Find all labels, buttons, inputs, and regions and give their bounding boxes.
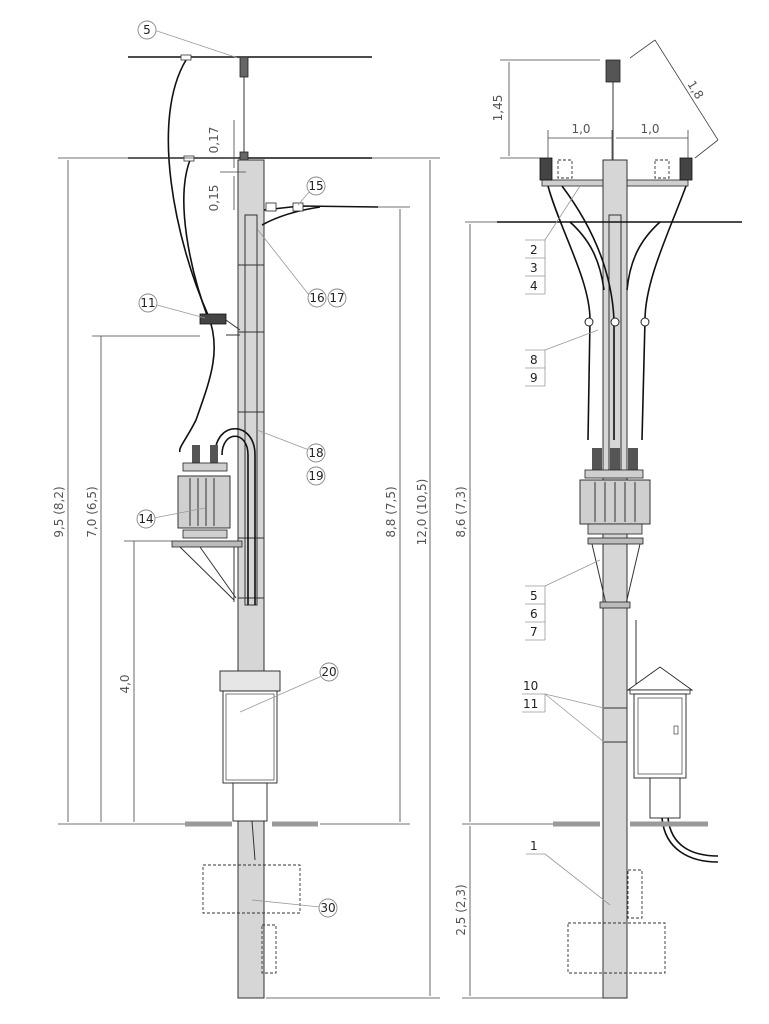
svg-text:20: 20 (321, 665, 336, 679)
svg-text:30: 30 (320, 901, 335, 915)
left-side-view: 9,5 (8,2) 7,0 (6,5) 4,0 8,8 (7,5) 12,0 (… (52, 20, 440, 999)
svg-text:11: 11 (523, 697, 538, 711)
callout-5: 5 (137, 20, 239, 59)
svg-text:5: 5 (530, 589, 538, 603)
dim-9-5: 9,5 (8,2) (52, 486, 66, 537)
dim-12-0: 12,0 (10,5) (415, 479, 429, 546)
svg-text:15: 15 (308, 179, 323, 193)
callout-10-11: 10 11 (522, 679, 605, 743)
dim-4-0: 4,0 (118, 674, 132, 693)
dim-0-17: 0,17 (207, 127, 221, 154)
callout-30: 30 (251, 898, 338, 918)
callout-5-6-7: 5 6 7 (525, 559, 601, 641)
callout-15: 15 (297, 176, 326, 206)
dim-1-0-right: 1,0 (640, 122, 659, 136)
svg-text:8: 8 (530, 353, 538, 367)
dim-1-0-left: 1,0 (571, 122, 590, 136)
left-dimension-lines (58, 120, 440, 999)
callout-16-17: 16 17 (257, 229, 347, 308)
svg-text:16: 16 (309, 291, 324, 305)
svg-text:11: 11 (140, 296, 155, 310)
callout-1: 1 (526, 839, 611, 906)
callout-14: 14 (136, 507, 206, 529)
right-transformer (579, 469, 651, 609)
transformer-bracket (171, 540, 243, 602)
right-front-view: 1,45 1,0 1,0 1,8 8,6 (7,3) 2,5 (2,3) 2 3… (454, 39, 742, 999)
right-dimension-lines (462, 39, 719, 999)
svg-text:9: 9 (530, 371, 538, 385)
svg-text:18: 18 (308, 446, 323, 460)
svg-text:14: 14 (138, 512, 153, 526)
svg-text:5: 5 (143, 23, 151, 37)
dim-0-15: 0,15 (207, 185, 221, 212)
drop-wire (167, 59, 215, 453)
callout-2-3-4: 2 3 4 (525, 185, 581, 295)
dim-7-0: 7,0 (6,5) (85, 486, 99, 537)
cable-box (219, 670, 281, 861)
dim-2-5: 2,5 (2,3) (454, 884, 468, 935)
dim-1-8: 1,8 (684, 78, 706, 102)
svg-text:7: 7 (530, 625, 538, 639)
left-transformer (177, 445, 231, 539)
right-top-insulator (605, 59, 621, 160)
top-insulator (239, 56, 249, 169)
svg-text:1: 1 (530, 839, 538, 853)
svg-text:19: 19 (308, 469, 323, 483)
svg-text:4: 4 (530, 279, 538, 293)
callout-20: 20 (239, 662, 339, 713)
svg-text:3: 3 (530, 261, 538, 275)
fuse-cutout (199, 313, 241, 336)
callout-8-9: 8 9 (525, 329, 599, 387)
dim-8-8: 8,8 (7,5) (384, 486, 398, 537)
dim-1-45: 1,45 (491, 95, 505, 122)
svg-text:2: 2 (530, 243, 538, 257)
svg-text:6: 6 (530, 607, 538, 621)
distribution-cabinet (626, 620, 719, 863)
callout-11: 11 (138, 293, 206, 319)
dim-8-6: 8,6 (7,3) (454, 486, 468, 537)
callout-18-19: 18 19 (256, 429, 326, 486)
svg-text:10: 10 (523, 679, 538, 693)
foundation-block (202, 864, 301, 914)
svg-text:17: 17 (329, 291, 344, 305)
